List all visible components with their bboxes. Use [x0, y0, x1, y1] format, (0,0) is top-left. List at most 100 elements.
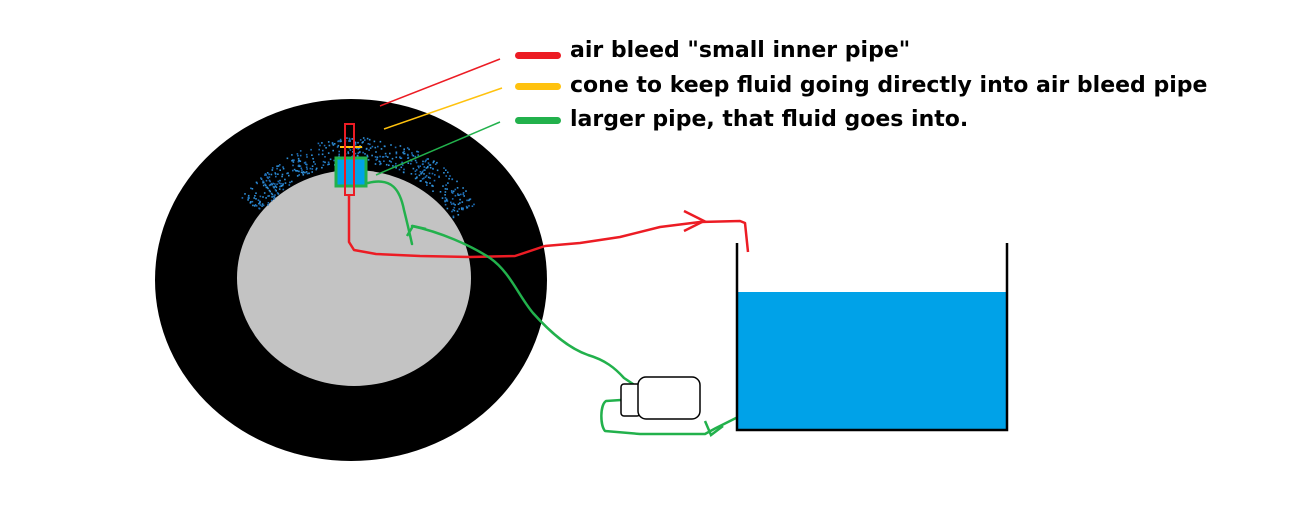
spray-dot — [462, 207, 464, 210]
spray-dot — [402, 171, 405, 173]
spray-dot — [403, 152, 406, 155]
spray-dot — [451, 178, 454, 180]
legend-label-cone: cone to keep fluid going directly into a… — [570, 73, 1208, 98]
spray-dot — [255, 205, 258, 207]
spray-dot — [251, 188, 254, 190]
spray-dot — [260, 178, 263, 180]
spray-dot — [425, 175, 428, 177]
spray-dot — [349, 149, 352, 151]
spray-dot — [465, 190, 467, 192]
spray-dot — [414, 159, 417, 162]
spray-dot — [267, 187, 269, 190]
spray-dot — [284, 178, 286, 181]
spray-dot — [439, 191, 442, 193]
spray-dot — [450, 203, 453, 205]
spray-dot — [322, 160, 325, 163]
spray-dot — [375, 159, 377, 161]
spray-dot — [403, 148, 405, 150]
spray-dot — [432, 185, 434, 187]
spray-dot — [377, 145, 379, 148]
spray-dot — [286, 157, 289, 160]
spray-dot — [427, 176, 430, 179]
spray-dot — [322, 164, 325, 166]
spray-dot — [289, 181, 291, 184]
spray-dot — [300, 171, 303, 174]
spray-dot — [368, 138, 371, 141]
spray-dot — [436, 169, 439, 172]
spray-dot — [452, 190, 455, 193]
spray-dot — [395, 162, 397, 165]
spray-dot — [319, 144, 321, 147]
spray-dot — [275, 186, 278, 189]
spray-dot — [414, 173, 417, 175]
legend-label-air-bleed: air bleed "small inner pipe" — [570, 38, 911, 63]
spray-dot — [310, 148, 312, 151]
spray-dot — [247, 196, 250, 199]
spray-dot — [325, 147, 327, 149]
spray-dot — [274, 172, 276, 174]
spray-dot — [429, 177, 431, 179]
spray-dot — [266, 172, 269, 174]
spray-dot — [403, 168, 405, 171]
spray-dot — [442, 185, 444, 187]
spray-dot — [266, 186, 268, 189]
spray-dot — [452, 202, 455, 205]
spray-dot — [327, 161, 330, 164]
spray-dot — [277, 165, 280, 167]
spray-dot — [371, 154, 373, 157]
spray-dot — [414, 177, 417, 180]
spray-dot — [379, 155, 381, 158]
spray-dot — [253, 205, 256, 207]
spray-dot — [268, 189, 271, 192]
spray-dot — [256, 182, 258, 185]
spray-dot — [451, 210, 453, 213]
spray-dot — [359, 139, 362, 141]
spray-dot — [380, 162, 382, 165]
spray-dot — [454, 204, 456, 206]
spray-dot — [462, 208, 464, 211]
spray-dot — [452, 216, 455, 219]
spray-dot — [423, 177, 425, 180]
spray-dot — [327, 163, 329, 166]
spray-dot — [340, 140, 342, 142]
spray-dot — [305, 163, 307, 165]
spray-dot — [357, 141, 359, 144]
spray-dot — [327, 141, 330, 143]
spray-dot — [447, 182, 449, 184]
spray-dot — [465, 205, 468, 208]
spray-dot — [367, 143, 370, 145]
spray-dot — [359, 145, 361, 147]
spray-dot — [291, 154, 293, 156]
spray-dot — [383, 160, 385, 162]
spray-dot — [337, 140, 339, 143]
spray-dot — [434, 163, 437, 165]
spray-dot — [269, 190, 271, 193]
spray-dot — [375, 151, 377, 153]
spray-dot — [401, 164, 404, 166]
leader-line-green — [375, 121, 501, 176]
legend-swatch-yellow — [515, 83, 561, 90]
spray-dot — [456, 187, 459, 189]
spray-dot — [279, 185, 281, 188]
spray-dot — [351, 138, 353, 140]
spray-dot — [418, 166, 420, 169]
spray-dot — [250, 187, 252, 190]
spray-dot — [390, 144, 392, 146]
spray-dot — [286, 172, 288, 175]
spray-dot — [371, 145, 374, 148]
spray-dot — [433, 179, 436, 182]
spray-dot — [259, 202, 261, 204]
spray-dot — [274, 185, 277, 187]
tank-water — [737, 292, 1007, 429]
spray-dot — [280, 182, 282, 185]
spray-dot — [270, 173, 273, 176]
spray-dot — [399, 145, 402, 147]
spray-dot — [419, 165, 421, 167]
spray-dot — [267, 177, 269, 179]
spray-dot — [249, 202, 252, 204]
spray-dot — [419, 171, 422, 173]
spray-dot — [282, 167, 285, 170]
spray-dot — [379, 163, 381, 166]
spray-dot — [460, 207, 463, 209]
spray-dot — [444, 203, 447, 206]
